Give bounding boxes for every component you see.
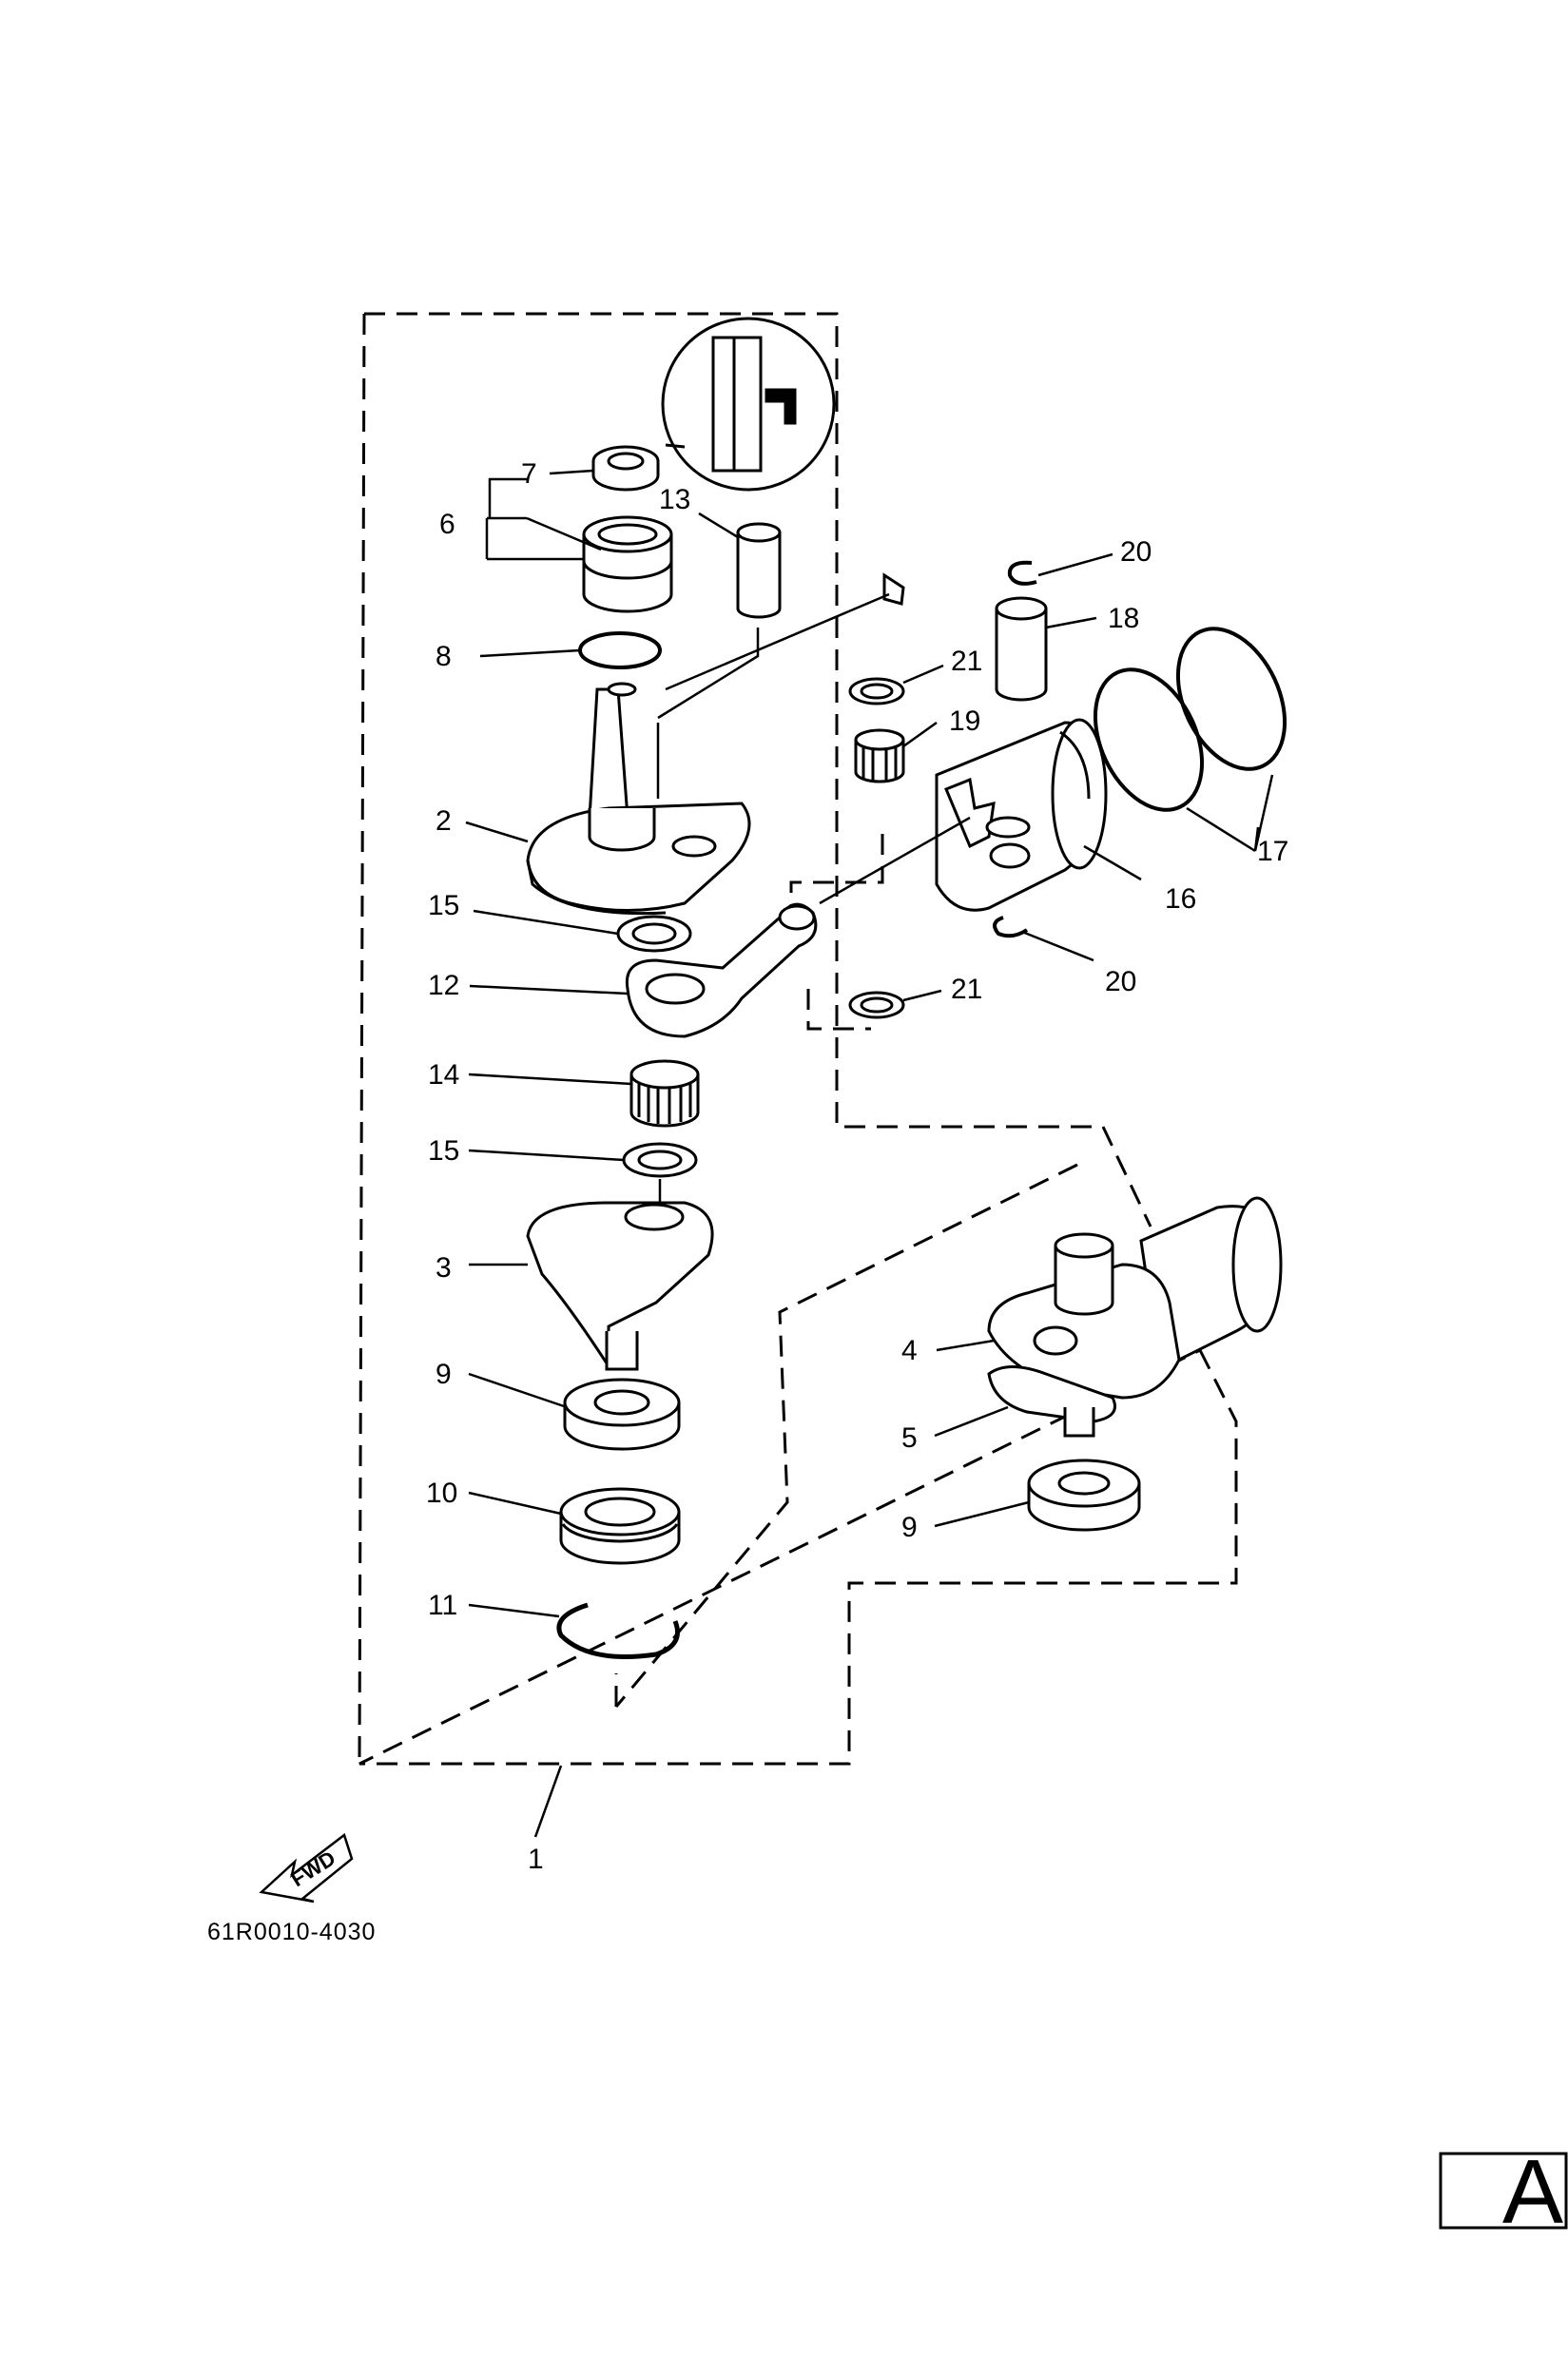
bushing-part <box>582 515 673 613</box>
callout-20-upper: 20 <box>1120 536 1152 568</box>
callout-15-upper: 15 <box>428 890 459 921</box>
callout-1: 1 <box>528 1844 544 1875</box>
callout-12: 12 <box>428 970 459 1001</box>
callout-14: 14 <box>428 1059 459 1091</box>
callout-11: 11 <box>428 1590 457 1621</box>
needle-bearing-part <box>629 1059 700 1128</box>
callout-19: 19 <box>949 705 980 737</box>
thrust-washer-upper-part <box>616 915 692 953</box>
callout-18: 18 <box>1108 603 1139 634</box>
callout-6: 6 <box>439 509 455 540</box>
callout-9-right: 9 <box>901 1512 918 1543</box>
piston-clip-lower-part <box>993 916 1029 938</box>
callout-5: 5 <box>901 1422 918 1454</box>
oil-seal-part <box>591 445 660 492</box>
lower-crank-assembly-part <box>987 1365 1116 1438</box>
ball-bearing-right-part <box>1027 1459 1141 1532</box>
section-badge: A <box>1439 2141 1568 2243</box>
callout-16: 16 <box>1165 883 1196 915</box>
thrust-washer-lower-part <box>622 1142 698 1178</box>
callout-13: 13 <box>659 484 690 515</box>
ball-bearing-left-part <box>563 1378 681 1451</box>
callout-21-upper: 21 <box>951 646 982 677</box>
detail-magnifier <box>661 317 836 492</box>
lower-oil-seal-part <box>559 1487 681 1565</box>
upper-crank-part <box>526 682 751 916</box>
callout-7: 7 <box>521 458 537 490</box>
callout-3: 3 <box>436 1252 452 1284</box>
o-ring-part <box>578 631 662 669</box>
piston-pin-part <box>995 596 1048 702</box>
small-washer-upper-part <box>848 677 905 705</box>
callout-20-lower: 20 <box>1105 966 1136 997</box>
callout-17: 17 <box>1257 836 1288 867</box>
callout-10: 10 <box>426 1478 457 1509</box>
piston-clip-upper-part <box>1007 560 1037 586</box>
small-needle-bearing-part <box>854 728 905 783</box>
leader-lines <box>465 469 1274 1838</box>
assembly-boundary <box>358 312 1238 1766</box>
dowel-pin-part <box>736 522 782 619</box>
callout-4: 4 <box>901 1335 918 1366</box>
callout-labels: 7 6 13 8 2 15 12 14 15 3 9 10 11 1 20 18… <box>426 458 1288 1875</box>
key-part <box>882 572 905 606</box>
small-washer-lower-part <box>848 991 905 1019</box>
connecting-rod-part <box>625 902 818 1038</box>
callout-2: 2 <box>436 805 452 837</box>
part-code: 61R0010-4030 <box>207 1919 376 1945</box>
forward-arrow-icon: FWD <box>259 1832 354 1904</box>
piston-rod-assembly-part <box>987 1196 1283 1400</box>
circlip-part <box>556 1602 680 1659</box>
lower-crank-part <box>526 1201 714 1371</box>
callout-9-left: 9 <box>436 1359 452 1390</box>
callout-8: 8 <box>436 641 452 672</box>
piston-part <box>935 718 1108 912</box>
callout-21-lower: 21 <box>951 974 982 1005</box>
section-letter: A <box>1502 2141 1563 2243</box>
piston-rings-part <box>1093 627 1287 812</box>
callout-15-lower: 15 <box>428 1135 459 1167</box>
